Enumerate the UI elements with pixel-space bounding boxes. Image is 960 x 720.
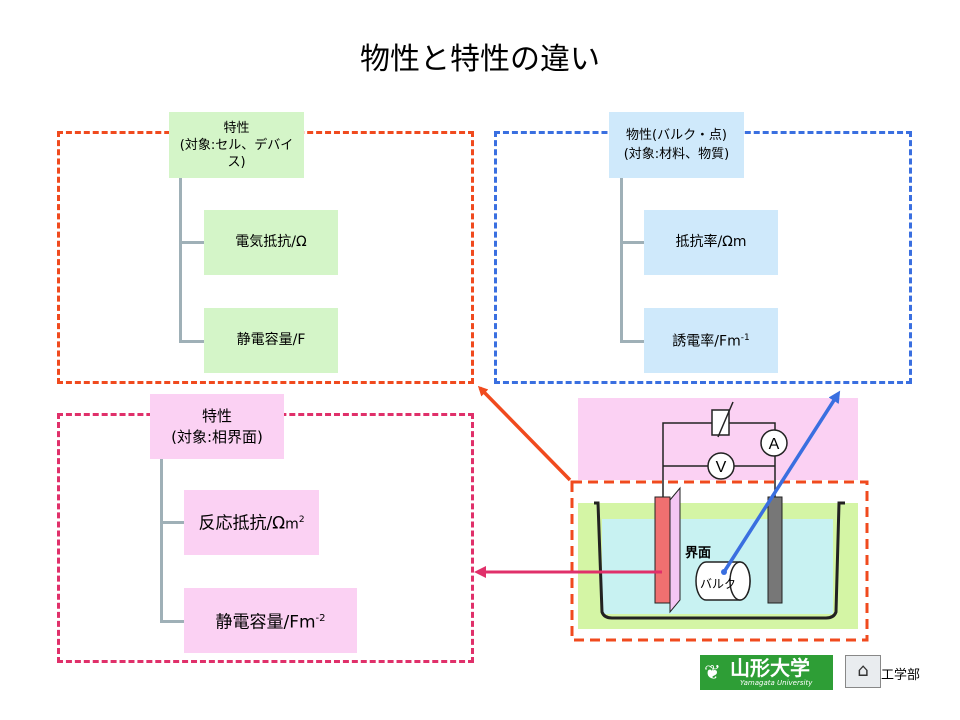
- reaction-resistance-exponent: 2: [298, 514, 305, 525]
- leaf-icon: ❦: [704, 660, 721, 684]
- interface-capacitance-exponent: -2: [315, 612, 326, 624]
- cell-device-tree-branch1: [179, 241, 205, 244]
- interface-tree-branch1: [160, 521, 186, 524]
- cell-device-tree-branch2: [179, 340, 205, 343]
- ammeter-label: A: [769, 436, 780, 453]
- beaker: [594, 501, 845, 620]
- capacitance-box: 静電容量/F: [204, 308, 338, 373]
- bulk-point-heading-line1: 物性(バルク・点): [626, 128, 727, 143]
- interface-capacitance-box: 静電容量/Fm-2: [184, 588, 357, 653]
- building-icon: ⌂: [857, 660, 869, 681]
- bulk-point-heading: 物性(バルク・点) (対象:材料、物質): [609, 112, 744, 178]
- university-roman: Yamagata University: [740, 679, 813, 687]
- voltmeter-label: V: [716, 459, 727, 476]
- faculty-emblem: ⌂: [845, 655, 881, 688]
- interface-heading-line2: (対象:相界面): [171, 427, 263, 446]
- interface-label: 界面: [685, 545, 711, 561]
- bulk-point-tree-branch1: [620, 241, 646, 244]
- interface-heading-line1: 特性: [201, 406, 232, 425]
- reaction-resistance-unit: m: [285, 516, 299, 533]
- reaction-resistance-box: 反応抵抗/Ωm2: [184, 490, 319, 555]
- arrow-to-cell-device: [477, 385, 572, 482]
- resistivity-box: 抵抗率/Ωm: [644, 210, 778, 275]
- cell-device-heading-line2: (対象:セル、デバイス): [179, 137, 294, 170]
- resistance-box: 電気抵抗/Ω: [204, 210, 338, 275]
- capacitance-label: 静電容量/F: [236, 332, 306, 348]
- bulk-point-heading-line2: (対象:材料、物質): [623, 147, 730, 162]
- variable-resistor-arrow: [717, 401, 734, 438]
- faculty-name: 工学部: [881, 668, 921, 683]
- arrow-to-bulk-point: [722, 390, 841, 573]
- cell-device-heading-line1: 特性: [223, 120, 250, 136]
- permittivity-exponent: -1: [740, 333, 750, 344]
- bulk-label: バルク: [700, 577, 736, 591]
- ammeter: [760, 429, 788, 457]
- university-logo: ❦ 山形大学 Yamagata University: [700, 655, 833, 690]
- permittivity-box: 誘電率/Fm-1: [644, 308, 778, 373]
- variable-resistor: [711, 409, 730, 436]
- cell-device-heading: 特性 (対象:セル、デバイス): [169, 112, 304, 178]
- university-name: 山形大学: [730, 656, 810, 680]
- interface-tree-trunk: [160, 459, 163, 623]
- voltmeter: [707, 452, 735, 480]
- interface-heading: 特性 (対象:相界面): [150, 394, 284, 459]
- right-electrode: [767, 496, 783, 604]
- page-title: 物性と特性の違い: [360, 42, 600, 77]
- cell-frame: [570, 480, 869, 642]
- bulk-point-tree-branch2: [620, 340, 646, 343]
- interface-tree-branch2: [160, 620, 186, 623]
- cell-device-tree-trunk: [179, 178, 182, 342]
- reaction-resistance-label: 反応抵抗/Ω: [198, 513, 286, 534]
- bulk-cylinder-end: [729, 561, 751, 601]
- permittivity-label: 誘電率/Fm: [672, 333, 741, 350]
- resistivity-label: 抵抗率/Ωm: [675, 234, 747, 250]
- left-electrode: [654, 496, 671, 604]
- interface-capacitance-label: 静電容量/Fm: [215, 612, 316, 633]
- bulk-point-tree-trunk: [620, 178, 623, 342]
- interface-membrane: [669, 486, 681, 614]
- resistance-label: 電気抵抗/Ω: [235, 234, 307, 250]
